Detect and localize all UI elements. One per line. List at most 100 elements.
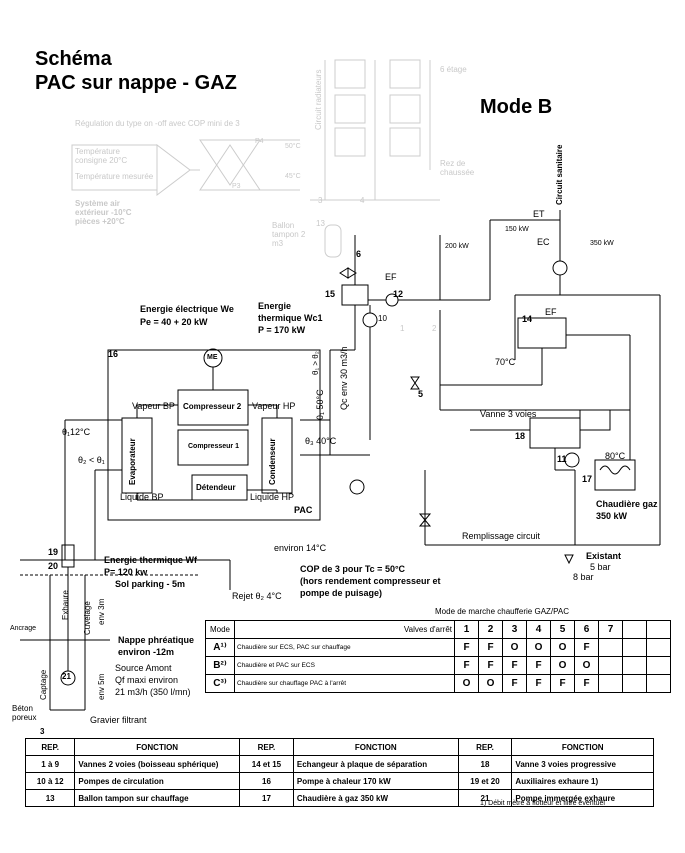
mode-letter-cell: A¹⁾ <box>205 638 235 657</box>
label-evaporateur: Evaporateur <box>128 438 137 485</box>
empty-cell <box>622 656 647 675</box>
label-energie-th-1: Energie <box>258 301 292 311</box>
mode-table-title: Mode de marche chaufferie GAZ/PAC <box>435 607 569 616</box>
valve-state-cell: F <box>478 638 503 657</box>
valve-state-cell: F <box>454 638 479 657</box>
valve-state-cell <box>598 656 623 675</box>
legend-rep-cell: 21 <box>457 789 513 807</box>
valve-state-cell: O <box>550 638 575 657</box>
legend-rep-cell: 10 à 12 <box>24 772 76 790</box>
label-source-1: Source Amont <box>115 663 172 673</box>
legend-rep-cell: 19 et 20 <box>457 772 513 790</box>
empty-cell <box>646 674 671 693</box>
title-line-1: Schéma <box>35 48 112 70</box>
valve-number-cell: 7 <box>598 620 623 639</box>
label-nappe-1: Nappe phréatique <box>118 635 195 645</box>
valve-state-cell: F <box>454 656 479 675</box>
faint-p3: P3 <box>232 183 241 190</box>
label-theta1-50: θ₁ 50°C <box>315 389 325 420</box>
label-n11: 11 <box>557 454 567 464</box>
legend-rep-cell: 1 à 9 <box>24 755 76 773</box>
label-chaudiere-gaz-2: 350 kW <box>596 511 628 521</box>
mode-letter-cell: C³⁾ <box>205 674 235 693</box>
label-theta1-12: θ₁12°C <box>62 427 91 437</box>
label-env3m: env 3m <box>97 598 106 625</box>
label-pac: PAC <box>294 505 313 515</box>
legend-rep-cell: 17 <box>239 789 294 807</box>
label-et: ET <box>533 209 545 219</box>
label-circuit-sanitaire: Circuit sanitaire <box>555 144 564 205</box>
faint-circuit-radiateurs: Circuit radiateurs <box>314 69 323 130</box>
label-source-3: 21 m3/h (350 l/mn) <box>115 687 191 697</box>
label-energie-th-3: P = 170 kW <box>258 325 306 335</box>
faint-temp-mesuree: Température mesurée <box>75 172 154 181</box>
label-existant: Existant <box>586 551 622 561</box>
valve-number-cell: 2 <box>478 620 503 639</box>
label-n17: 17 <box>582 474 593 484</box>
label-theta3-40: θ₃ 40°C <box>305 436 337 446</box>
label-remplissage: Remplissage circuit <box>462 531 541 541</box>
label-n5: 5 <box>418 389 424 399</box>
legend-header-cell: REP. <box>24 738 76 756</box>
label-captage: Captage <box>39 669 48 700</box>
valve-state-cell: F <box>478 656 503 675</box>
faint-n3: 3 <box>318 196 323 205</box>
label-n3: 3 <box>40 727 45 736</box>
legend-header-cell: REP. <box>457 738 513 756</box>
label-sol-parking: Sol parking - 5m <box>115 579 186 589</box>
mode-row: C³⁾Chaudière sur chauffage PAC à l'arrêt… <box>205 674 671 693</box>
faint-regulation-block <box>71 59 440 258</box>
label-compresseur2: Compresseur 2 <box>183 402 242 411</box>
valves-header-cell: Valves d'arrêt <box>234 620 455 639</box>
valve-state-cell: F <box>574 638 599 657</box>
title-line-2: PAC sur nappe - GAZ <box>35 72 237 94</box>
label-8bar: 8 bar <box>573 572 594 582</box>
label-vapeur-bp: Vapeur BP <box>132 401 175 411</box>
label-n15: 15 <box>325 289 336 299</box>
faint-p4: P4 <box>255 138 264 145</box>
footnote: 1) Débit mètre à flotteur et filtre éven… <box>480 800 605 807</box>
valve-state-cell: F <box>502 656 527 675</box>
label-5bar: 5 bar <box>590 562 611 572</box>
legend-function-cell: Pompes de circulation <box>74 772 241 790</box>
valves <box>339 267 574 565</box>
valve-state-cell: F <box>550 674 575 693</box>
empty-cell <box>646 656 671 675</box>
legend-function-cell: Auxiliaires exhaure 1) <box>511 772 654 790</box>
label-qc: Qc env 30 m3/h <box>339 346 349 410</box>
label-energie-elec-1: Energie électrique We <box>140 304 234 314</box>
label-energie-wf-2: P= 120 kw <box>104 567 148 577</box>
faint-systeme: Système air extérieur -10°C pièces +20°C <box>75 199 132 226</box>
valve-state-cell: O <box>574 656 599 675</box>
label-n20: 20 <box>48 561 59 571</box>
valve-state-cell: O <box>502 638 527 657</box>
legend-function-cell: Ballon tampon sur chauffage <box>74 789 241 807</box>
legend-function-cell: Pompe immergée exhaure <box>511 789 654 807</box>
label-n21: 21 <box>62 672 71 681</box>
valve-number-cell: 1 <box>454 620 479 639</box>
valve-state-cell: O <box>550 656 575 675</box>
mode-label: Mode B <box>480 96 553 118</box>
valve-number-cell: 4 <box>526 620 551 639</box>
empty-cell <box>646 620 671 639</box>
label-gravier: Gravier filtrant <box>90 715 147 725</box>
label-cop-3: pompe de puisage) <box>300 588 383 598</box>
valve-state-cell: F <box>574 674 599 693</box>
legend-function-cell: Pompe à chaleur 170 kW <box>292 772 459 790</box>
faint-etage: 6 étage <box>440 65 467 74</box>
label-theta2-theta1: θ₂ < θ₁ <box>78 455 105 465</box>
label-rejet: Rejet θ₂ 4°C <box>232 591 282 601</box>
label-energie-wf-1: Energie thermique Wf <box>104 555 198 565</box>
label-ancrage: Ancrage <box>10 625 37 632</box>
mode-header-cell: Mode <box>205 620 235 639</box>
faint-n4: 4 <box>360 196 365 205</box>
legend-header-cell: FONCTION <box>292 738 459 756</box>
pumps <box>349 260 580 495</box>
